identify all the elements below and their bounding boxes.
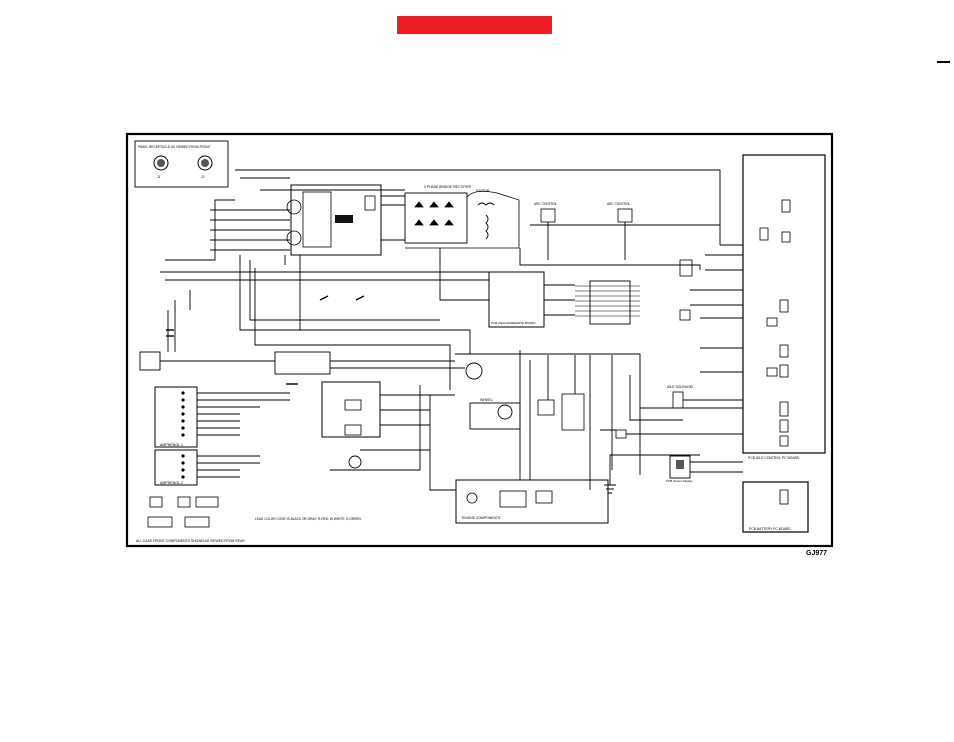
figure-id: GJ977	[806, 550, 828, 557]
margin-dash	[937, 61, 950, 63]
receptacle-j1-icon	[153, 155, 169, 171]
svg-text:J1: J1	[157, 175, 161, 179]
svg-text:ENGINE COMPONENTS: ENGINE COMPONENTS	[462, 516, 501, 520]
svg-text:AMPHENOL 2: AMPHENOL 2	[160, 481, 183, 485]
mode-switch-box	[321, 381, 381, 438]
engine-components	[455, 479, 609, 524]
pcb-display	[669, 455, 691, 479]
module-box	[290, 184, 382, 256]
receptacle-inset	[134, 140, 229, 188]
inset-title: PANEL RECEPTACLE AS VIEWED FROM FRONT	[138, 145, 211, 149]
pcb-analog-board	[488, 271, 545, 328]
svg-text:3 PHASE BRIDGE RECTIFIER: 3 PHASE BRIDGE RECTIFIER	[424, 185, 472, 189]
svg-text:PCB Option Display: PCB Option Display	[666, 479, 693, 483]
svg-text:LEAD COLOR CODE: B-BLACK OR GR: LEAD COLOR CODE: B-BLACK OR GRAY; R-RED;…	[255, 517, 361, 521]
svg-text:ALL CASE FRONT COMPONENTS SHOW: ALL CASE FRONT COMPONENTS SHOWN AS VIEWE…	[136, 539, 245, 543]
amphenol-2	[154, 449, 198, 486]
pcb-battery-board	[742, 481, 809, 533]
svg-text:WHEEL: WHEEL	[480, 398, 493, 402]
stator-coil	[477, 202, 495, 240]
svg-text:ARC CONTROL: ARC CONTROL	[534, 202, 557, 206]
svg-text:AMPHENOL 1: AMPHENOL 1	[160, 443, 183, 447]
svg-text:IDLE SOLENOID: IDLE SOLENOID	[667, 385, 694, 389]
rectifier-box	[404, 192, 468, 244]
svg-text:ARC CONTROL: ARC CONTROL	[607, 202, 630, 206]
header-red-bar	[397, 16, 552, 34]
connector-block	[589, 280, 631, 325]
svg-text:PCB IDLE CONTROL PC BOARD: PCB IDLE CONTROL PC BOARD	[748, 456, 800, 460]
svg-text:J2: J2	[201, 175, 205, 179]
diagram-frame	[125, 132, 834, 548]
pcb-control-board	[742, 154, 826, 454]
svg-text:PCB ANALOG/REMOTE BOARD: PCB ANALOG/REMOTE BOARD	[491, 321, 536, 325]
svg-text:PCB BATTERY PC BOARD: PCB BATTERY PC BOARD	[749, 527, 791, 531]
amphenol-1	[154, 386, 198, 448]
receptacle-j2-icon	[197, 155, 213, 171]
